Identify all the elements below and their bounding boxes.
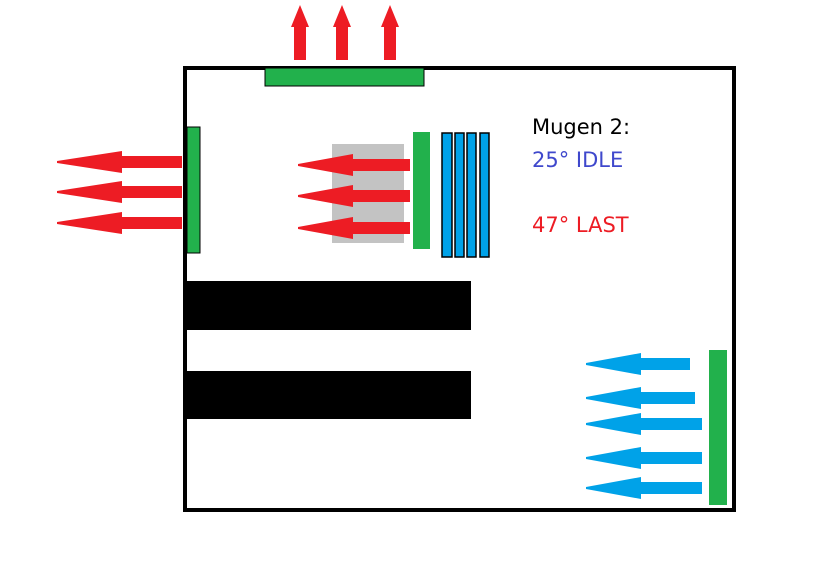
cooler-exhaust-arrow-icon bbox=[298, 185, 410, 207]
front-fan bbox=[709, 350, 727, 505]
drive-bay bbox=[185, 281, 471, 330]
rear-exhaust-arrow-icon bbox=[57, 151, 182, 173]
heatsink-fin bbox=[466, 132, 477, 258]
cooler-exhaust-arrow-icon bbox=[298, 154, 410, 176]
top-exhaust-arrow-icon bbox=[291, 5, 309, 60]
top-exhaust-arrow-icon bbox=[333, 5, 351, 60]
cooler-fan bbox=[413, 132, 430, 249]
heatsink-fin bbox=[441, 132, 453, 258]
cooler-exhaust-arrow-icon bbox=[298, 217, 410, 239]
heatsink-fin bbox=[479, 132, 490, 258]
top-exhaust-arrow-icon bbox=[381, 5, 399, 60]
rear-fan bbox=[186, 126, 201, 254]
intake-arrow-icon bbox=[586, 353, 690, 375]
load-temp-label: 47° LAST bbox=[532, 213, 629, 237]
drive-bay bbox=[185, 371, 471, 419]
rear-exhaust-arrow-icon bbox=[57, 181, 182, 203]
intake-arrow-icon bbox=[586, 447, 702, 469]
idle-temp-label: 25° IDLE bbox=[532, 148, 624, 172]
top-fan bbox=[264, 67, 425, 87]
heatsink-fin bbox=[454, 132, 465, 258]
cooler-name-label: Mugen 2: bbox=[532, 115, 631, 139]
intake-arrow-icon bbox=[586, 477, 702, 499]
rear-exhaust-arrow-icon bbox=[57, 212, 182, 234]
intake-arrow-icon bbox=[586, 387, 695, 409]
intake-arrow-icon bbox=[586, 413, 702, 435]
